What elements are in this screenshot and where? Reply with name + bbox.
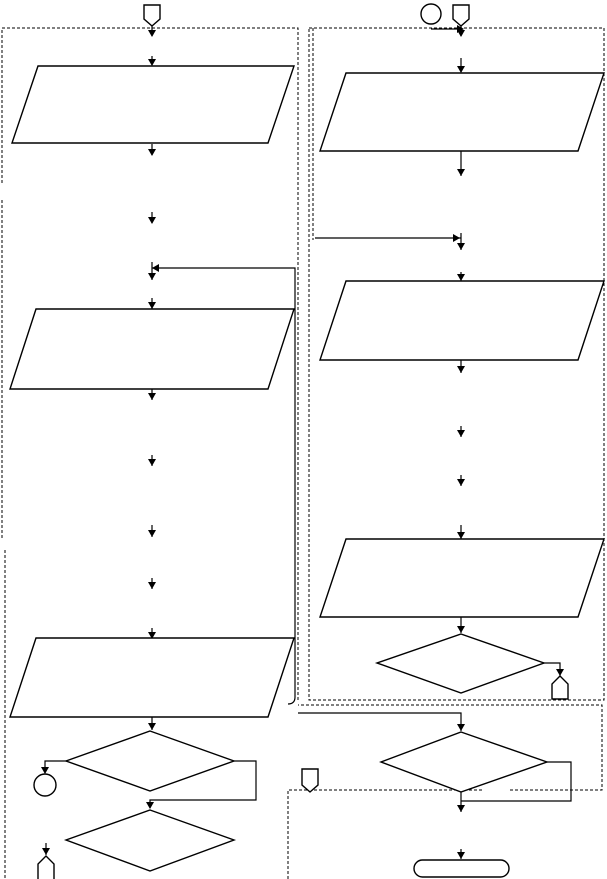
io-box-4 bbox=[319, 72, 605, 152]
off-page-connector-top-right bbox=[452, 4, 470, 27]
on-page-connector-left bbox=[33, 773, 57, 797]
io-box-2 bbox=[9, 308, 295, 390]
off-page-connector-top-left bbox=[143, 4, 161, 27]
decision-2 bbox=[63, 809, 237, 872]
left-dashed-region bbox=[1, 27, 299, 879]
terminator bbox=[413, 859, 510, 878]
off-page-connector-right bbox=[551, 675, 569, 700]
right-dashed-region bbox=[308, 27, 605, 701]
io-box-1 bbox=[11, 65, 295, 144]
decision-1 bbox=[63, 730, 237, 792]
io-box-5 bbox=[319, 280, 605, 361]
io-box-3 bbox=[9, 637, 295, 718]
decision-3 bbox=[374, 633, 547, 694]
bottom-dashed-route bbox=[287, 704, 603, 879]
off-page-connector-mid bbox=[301, 768, 319, 793]
off-page-connector-bottom-left bbox=[37, 855, 55, 879]
decision-4 bbox=[379, 731, 550, 793]
on-page-connector-top bbox=[420, 3, 442, 25]
left-column-connectors bbox=[41, 26, 296, 855]
io-box-6 bbox=[319, 538, 605, 618]
right-column-connectors bbox=[298, 25, 572, 859]
